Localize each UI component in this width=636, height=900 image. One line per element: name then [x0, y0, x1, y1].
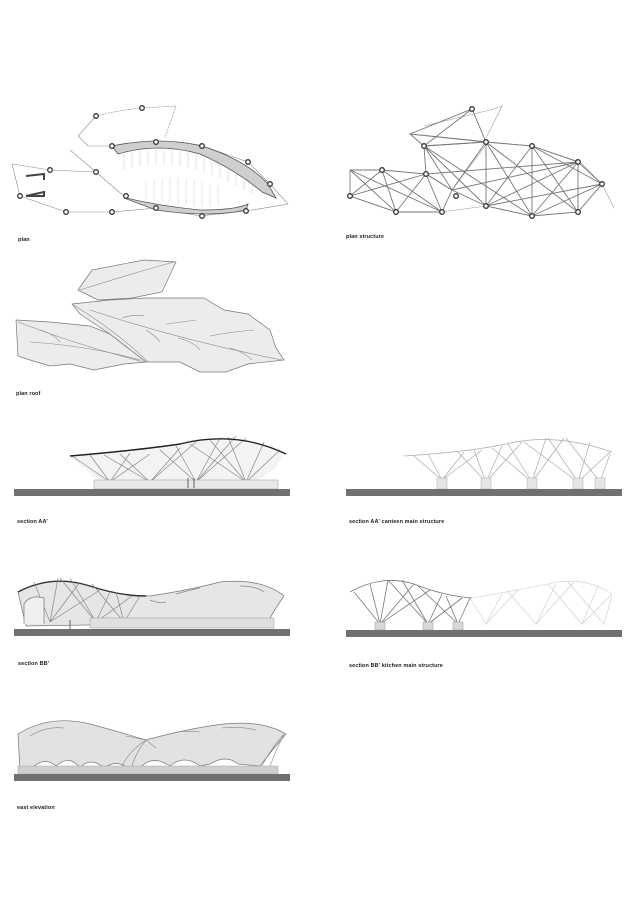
section-aa-canteen-drawing: [318, 420, 636, 510]
caption-plan: plan: [18, 237, 30, 243]
section-aa-drawing: [0, 420, 318, 510]
section-aa-canteen-svg: [346, 437, 622, 496]
plan-roof-drawing: [0, 250, 318, 385]
section-aa-svg: [14, 435, 290, 496]
caption-plan-roof: plan roof: [16, 391, 41, 397]
section-bb-svg: [14, 577, 290, 636]
east-elevation-svg: [14, 720, 290, 781]
plan-structure-svg: [347, 105, 615, 219]
plan-roof-svg: [15, 259, 285, 373]
plan-svg: [11, 105, 289, 219]
caption-section-aa-canteen: section AA' canteen main structure: [349, 519, 445, 525]
section-bb-kitchen-drawing: [318, 560, 636, 650]
caption-east-elevation: east elevation: [17, 805, 55, 811]
section-bb-drawing: [0, 560, 318, 650]
caption-section-aa: section AA': [17, 519, 48, 525]
east-elevation-drawing: [0, 690, 318, 790]
caption-section-bb-kitchen: section BB' kitchen main structure: [349, 663, 443, 669]
caption-section-bb: section BB': [18, 661, 50, 667]
section-bb-kitchen-svg: [346, 579, 622, 637]
plan-structure-drawing: [318, 80, 636, 230]
plan-drawing: [0, 80, 318, 230]
caption-plan-structure: plan structure: [346, 234, 385, 240]
